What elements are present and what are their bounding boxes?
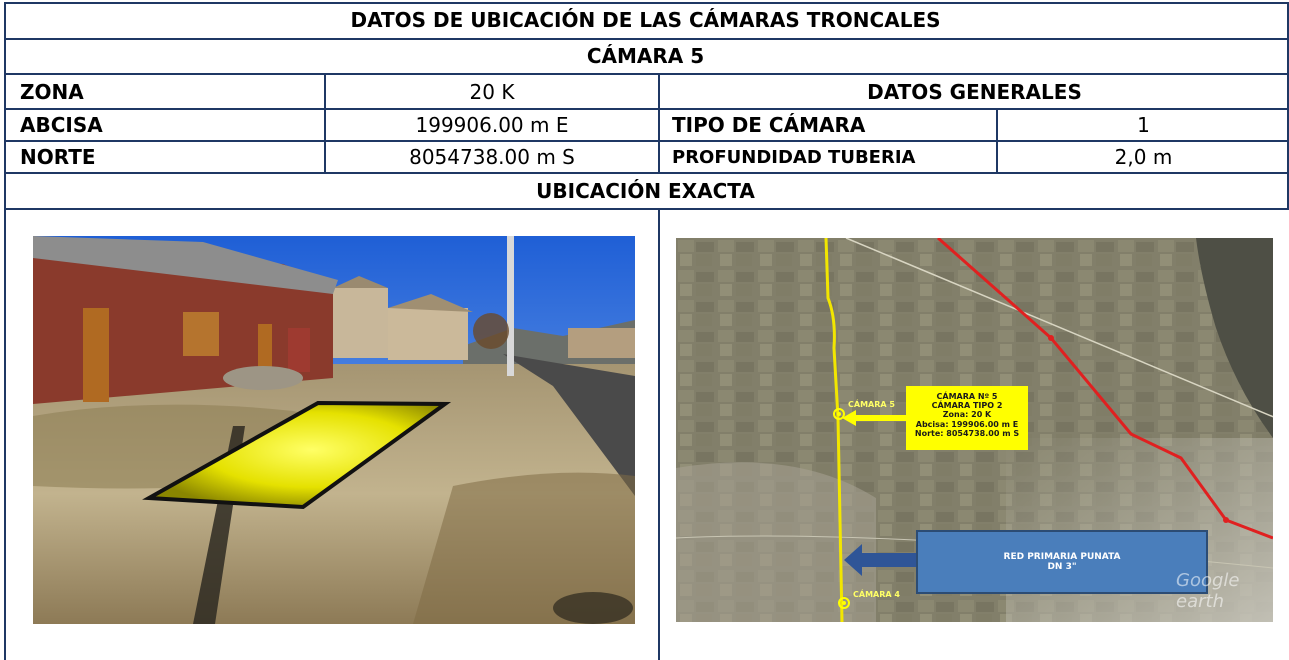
network-diameter: DN 3" [1047,562,1077,572]
pin-label-camara-4: CÁMARA 4 [853,590,900,599]
datos-generales-heading: DATOS GENERALES [867,80,1082,104]
site-photo [33,236,635,624]
zona-label: ZONA [20,80,84,104]
grid-line [4,2,6,660]
abcisa-value: 199906.00 m E [415,113,569,137]
grid-line [4,208,1289,210]
grid-line [658,208,660,660]
grid-line [1287,2,1289,208]
tipo-camara-value: 1 [1137,113,1150,137]
callout-line: Norte: 8054738.00 m S [914,428,1020,438]
profundidad-label: PROFUNDIDAD TUBERIA [672,146,916,168]
norte-label: NORTE [20,145,96,169]
google-earth-watermark: Google earth [1176,570,1240,612]
profundidad-value: 2,0 m [1114,145,1173,169]
zona-value: 20 K [469,80,515,104]
callout-line: CÁMARA TIPO 2 [931,401,1003,411]
sheet-title: DATOS DE UBICACIÓN DE LAS CÁMARAS TRONCA… [350,8,941,32]
grid-line [4,172,1289,174]
grid-line [4,73,1289,75]
callout-line: CÁMARA Nº 5 [936,392,998,401]
grid-line [4,2,1289,4]
abcisa-label: ABCISA [20,113,103,137]
callout-line: Zona: 20 K [942,410,992,420]
pin-label-camara-5: CÁMARA 5 [848,400,895,409]
network-name: RED PRIMARIA PUNATA [1003,551,1121,562]
grid-line [4,108,1289,110]
grid-line [324,73,326,172]
grid-line [996,108,998,172]
tipo-camara-label: TIPO DE CÁMARA [672,113,866,137]
satellite-map: CÁMARA 5 CÁMARA 4 CÁMARA Nº 5 CÁMARA TIP… [676,238,1273,622]
grid-line [658,73,660,172]
callout-line: Abcisa: 199906.00 m E [915,419,1019,429]
grid-line [4,38,1289,40]
camera-number: CÁMARA 5 [586,44,705,68]
grid-line [4,140,1289,142]
ubicacion-exacta-heading: UBICACIÓN EXACTA [536,179,755,203]
primary-network-box: RED PRIMARIA PUNATA DN 3" [916,530,1208,594]
norte-value: 8054738.00 m S [409,145,575,169]
camera-callout-box: CÁMARA Nº 5 CÁMARA TIPO 2 Zona: 20 K Abc… [906,386,1028,450]
